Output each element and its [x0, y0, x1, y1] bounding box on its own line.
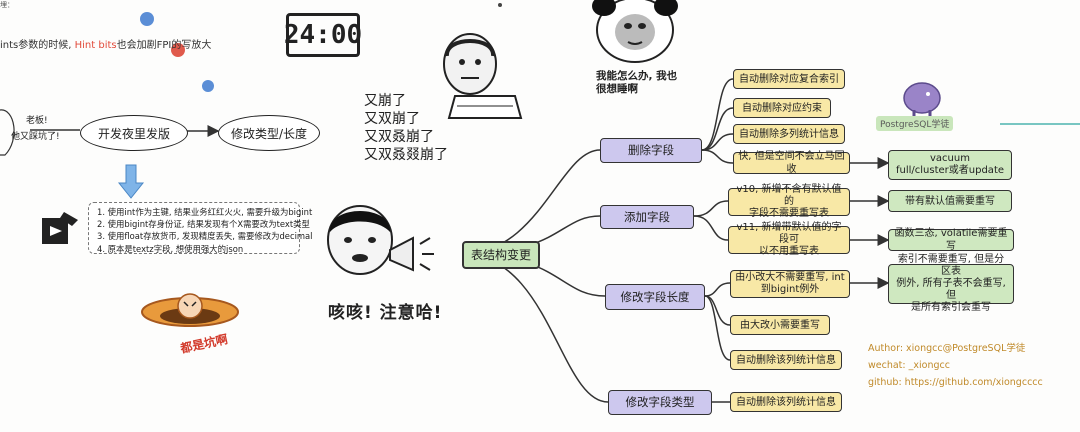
- clock: 24:00: [283, 13, 363, 57]
- leaf-label: 自动删除该列统计信息: [736, 396, 836, 408]
- megaphone-meme: [327, 205, 434, 275]
- wechat-line: wechat: _xiongcc: [868, 360, 950, 371]
- dot-small: [498, 3, 502, 7]
- note-partition-index: 索引不需要重写, 但是分区表 例外, 所有子表不会重写, 但 是所有索引会重写: [888, 254, 1014, 313]
- pit-sticker: [141, 293, 239, 327]
- crash-lines: 又崩了 又双崩了 又双叒崩了 又双叒叕崩了: [364, 92, 448, 164]
- dot-blue: [140, 12, 154, 26]
- leaf-label: 自动删除对应复合索引: [739, 73, 839, 85]
- leaf-alter-big-to-small: 由大改小需要重写: [730, 315, 830, 335]
- leaf-add-v11: v11, 新增带默认值的字段可 以不用重写表: [728, 222, 850, 257]
- leaf-drop-index: 自动删除对应复合索引: [733, 69, 845, 89]
- cough-caption: 咳咳! 注意哈!: [328, 303, 443, 323]
- flow-step-release: 开发夜里发版: [80, 115, 188, 151]
- flow-step-alter: 修改类型/长度: [218, 115, 320, 151]
- crash-line: 又双叒叕崩了: [364, 147, 448, 163]
- mindmap-root-label: 表结构变更: [470, 247, 531, 262]
- tip-item: 1. 使用int作为主键, 结果业务红红火火, 需要升级为bigint: [97, 207, 313, 217]
- leaf-label: 自动删除多列统计信息: [739, 128, 839, 140]
- boss-text: 老板! 他又踩坑了!: [11, 113, 60, 145]
- tips-box: 1. 使用int作为主键, 结果业务红红火火, 需要升级为bigint 2. 使…: [88, 202, 313, 254]
- leaf-type-stats: 自动删除该列统计信息: [730, 392, 842, 412]
- branch-drop-column-label: 删除字段: [628, 143, 674, 157]
- flow-step-alter-label: 修改类型/长度: [230, 126, 308, 141]
- note-volatile: 函数三态, volatile需要重写: [888, 228, 1014, 252]
- note-line: 是所有索引会重写: [911, 302, 991, 313]
- note-line: vacuum: [930, 153, 970, 164]
- branch-alter-type: 修改字段类型: [608, 390, 712, 415]
- leaf-line: 自动删除该列统计信息: [736, 354, 836, 366]
- note-line: 带有默认值需要重写: [905, 195, 995, 207]
- author-block: Author: xiongcc@PostgreSQL学徒 wechat: _xi…: [868, 340, 1043, 391]
- crash-line: 又双叒崩了: [364, 129, 434, 145]
- note-line: 索引不需要重写, 但是分区表: [897, 254, 1005, 277]
- top-note: ints参数的时候, Hint bits也会加剧FPI的写放大: [0, 36, 211, 51]
- leaf-line: 以不用重写表: [759, 246, 819, 257]
- note-vacuum: vacuum full/cluster或者update: [888, 150, 1012, 180]
- panda-caption-line1: 我能怎么办, 我也: [596, 70, 678, 82]
- leaf-line: v11, 新增带默认值的字段可: [736, 222, 842, 245]
- branch-drop-column: 删除字段: [600, 138, 702, 163]
- clock-time: 24:00: [283, 20, 363, 50]
- leaf-line: 字段不需要重写表: [749, 208, 829, 219]
- panda-caption-line2: 很想睡啊: [596, 83, 638, 95]
- leaf-add-v10: v10, 新增不含有默认值的 字段不需要重写表: [728, 184, 850, 219]
- leaf-line: 由小改大不需要重写, int: [735, 272, 845, 283]
- branch-alter-length: 修改字段长度: [605, 284, 705, 310]
- leaf-line: v10, 新增不含有默认值的: [736, 184, 842, 207]
- branch-add-column: 添加字段: [600, 205, 694, 229]
- github-line: github: https://github.com/xiongcccc: [868, 377, 1043, 388]
- leaf-drop-stats: 自动删除多列统计信息: [733, 124, 845, 144]
- top-note-suffix: 也会加剧FPI的写放大: [116, 40, 212, 51]
- leaf-alter-small-to-big: 由小改大不需要重写, int 到bigint例外: [730, 270, 850, 298]
- note-line: 例外, 所有子表不会重写, 但: [896, 278, 1006, 301]
- branch-alter-length-label: 修改字段长度: [620, 289, 690, 304]
- note-line: full/cluster或者update: [895, 165, 1005, 176]
- crash-line: 又崩了: [364, 93, 406, 109]
- boss-line2: 他又踩坑了!: [11, 132, 60, 142]
- crash-line: 又双崩了: [364, 111, 420, 127]
- crying-gamer-meme: [443, 33, 523, 119]
- leaf-label: 快, 但是空间不会立马回收: [738, 151, 845, 175]
- top-note-prefix: ints参数的时候,: [0, 40, 75, 51]
- note-line: 函数三态, volatile需要重写: [894, 228, 1008, 252]
- leaf-label: 自动删除对应约束: [742, 102, 822, 114]
- leaf-drop-space: 快, 但是空间不会立马回收: [733, 151, 850, 175]
- branch-add-column-label: 添加字段: [624, 209, 670, 224]
- leaf-line: 到bigint例外: [760, 284, 820, 295]
- logo-text: PostgreSQL学徒: [876, 116, 954, 131]
- tip-item: 2. 使用bigint存身份证, 结果发现有个X需要改为text类型: [97, 219, 310, 230]
- tip-item: 4. 原本是textz字段, 想使用强大的json: [97, 243, 244, 254]
- author-line: Author: xiongcc@PostgreSQL学徒: [868, 343, 1026, 354]
- leaf-alter-stats: 自动删除该列统计信息: [730, 350, 842, 370]
- flow-step-release-label: 开发夜里发版: [97, 126, 170, 141]
- dot-blue: [202, 80, 214, 92]
- leaf-drop-constraint: 自动删除对应约束: [733, 98, 831, 118]
- panda-caption: 我能怎么办, 我也 很想睡啊: [596, 70, 677, 96]
- tiny-top-text: 埋：: [0, 1, 14, 9]
- postgresql-elephant-icon: [903, 82, 941, 117]
- tip-item: 3. 使用float存放货币, 发现精度丢失, 需要修改为decimal: [97, 231, 313, 242]
- mindmap-root: 表结构变更: [462, 241, 540, 269]
- note-default-rewrite: 带有默认值需要重写: [888, 190, 1012, 212]
- leaf-line: 由大改小需要重写: [740, 319, 820, 331]
- boss-line1: 老板!: [26, 116, 48, 126]
- top-note-hint: Hint bits: [74, 40, 117, 51]
- dot-red: [171, 43, 185, 57]
- branch-alter-type-label: 修改字段类型: [625, 395, 695, 409]
- panda-meme: [592, 0, 678, 63]
